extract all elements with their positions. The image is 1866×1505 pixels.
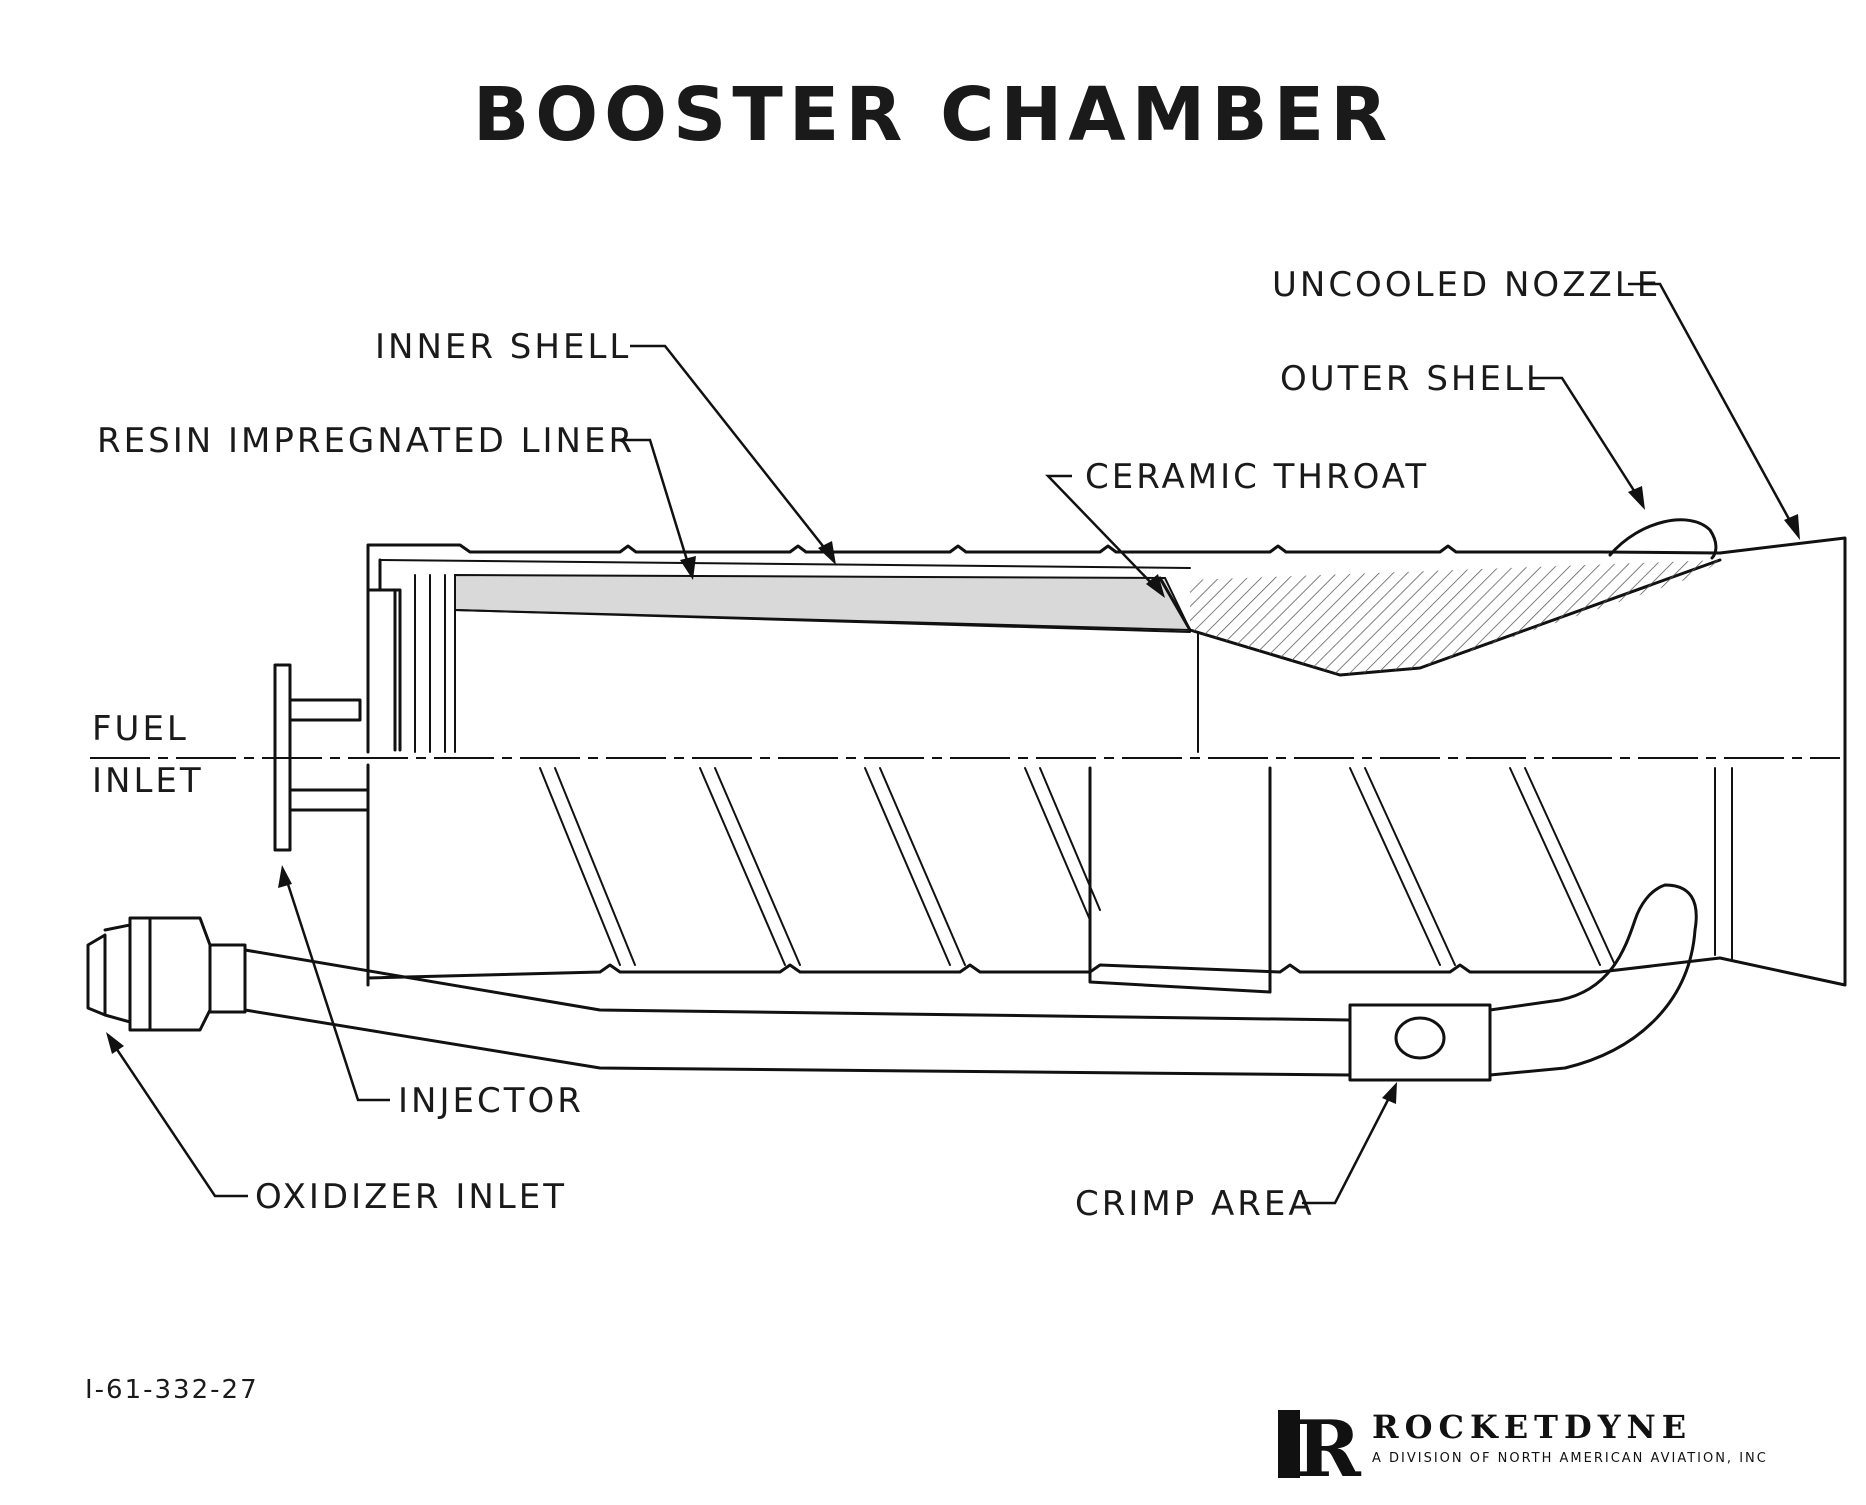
arrow-ceramic-throat	[1146, 574, 1165, 598]
label-fuel-inlet-line2: INLET	[92, 761, 204, 801]
leader-uncooled-nozzle	[1628, 282, 1797, 531]
leader-outer-shell	[1532, 376, 1642, 501]
uncooled-nozzle	[1718, 536, 1847, 987]
label-inner-shell: INNER SHELL	[375, 327, 631, 367]
leader-injector	[283, 874, 390, 1102]
leader-oxidizer-inlet	[110, 1041, 248, 1198]
crimp-band	[1088, 766, 1272, 994]
oxidizer-feed-line	[86, 883, 1698, 1082]
arrow-outer-shell	[1628, 486, 1645, 510]
oxidizer-fitting	[86, 916, 247, 1032]
label-ceramic-throat: CERAMIC THROAT	[1085, 457, 1429, 497]
arrow-resin-liner	[680, 556, 696, 580]
label-outer-shell: OUTER SHELL	[1280, 359, 1548, 399]
logo-mark-letter: R	[1296, 1404, 1362, 1495]
leader-resin-liner	[618, 438, 692, 571]
crimp-hole	[1394, 1016, 1446, 1060]
arrow-crimp-area	[1382, 1082, 1397, 1104]
arrow-injector	[278, 865, 292, 888]
brand-name: ROCKETDYNE	[1372, 1408, 1692, 1446]
label-fuel-inlet-line1: FUEL	[92, 709, 189, 749]
label-uncooled-nozzle: UNCOOLED NOZZLE	[1272, 265, 1661, 305]
liner-inner-line	[454, 609, 1191, 633]
label-oxidizer-inlet: OXIDIZER INLET	[255, 1177, 567, 1217]
manifold-inner	[414, 574, 456, 753]
throat-hatch	[1190, 560, 1720, 675]
rocketdyne-logo: R	[1278, 1404, 1362, 1495]
inner-shell-top	[379, 559, 1191, 569]
drawing-number: I-61-332-27	[85, 1375, 259, 1405]
nozzle-ring	[1714, 767, 1733, 961]
label-resin-liner: RESIN IMPREGNATED LINER	[97, 421, 635, 461]
spiral-coolant-passages	[539, 767, 1616, 966]
fuel-inlet-flange	[273, 588, 397, 852]
arrow-oxidizer-inlet	[106, 1032, 124, 1054]
leader-ceramic-throat	[1045, 474, 1159, 591]
outer-shell-top	[366, 543, 1722, 557]
arrow-uncooled-nozzle	[1784, 514, 1800, 540]
diagram-title: BOOSTER CHAMBER	[473, 72, 1393, 158]
chamber-body	[90, 518, 1847, 994]
leader-inner-shell	[630, 344, 831, 556]
logo-mark-bar	[1278, 1410, 1300, 1478]
leader-crimp-area	[1302, 1091, 1394, 1205]
crimp-sleeve	[1348, 1003, 1492, 1082]
label-injector: INJECTOR	[398, 1081, 584, 1121]
label-crimp-area: CRIMP AREA	[1075, 1184, 1315, 1224]
outer-shell-loop	[1608, 518, 1718, 560]
lower-shell-outline	[366, 766, 1722, 980]
arrow-inner-shell	[818, 541, 836, 565]
brand-tagline: A DIVISION OF NORTH AMERICAN AVIATION, I…	[1372, 1451, 1768, 1466]
